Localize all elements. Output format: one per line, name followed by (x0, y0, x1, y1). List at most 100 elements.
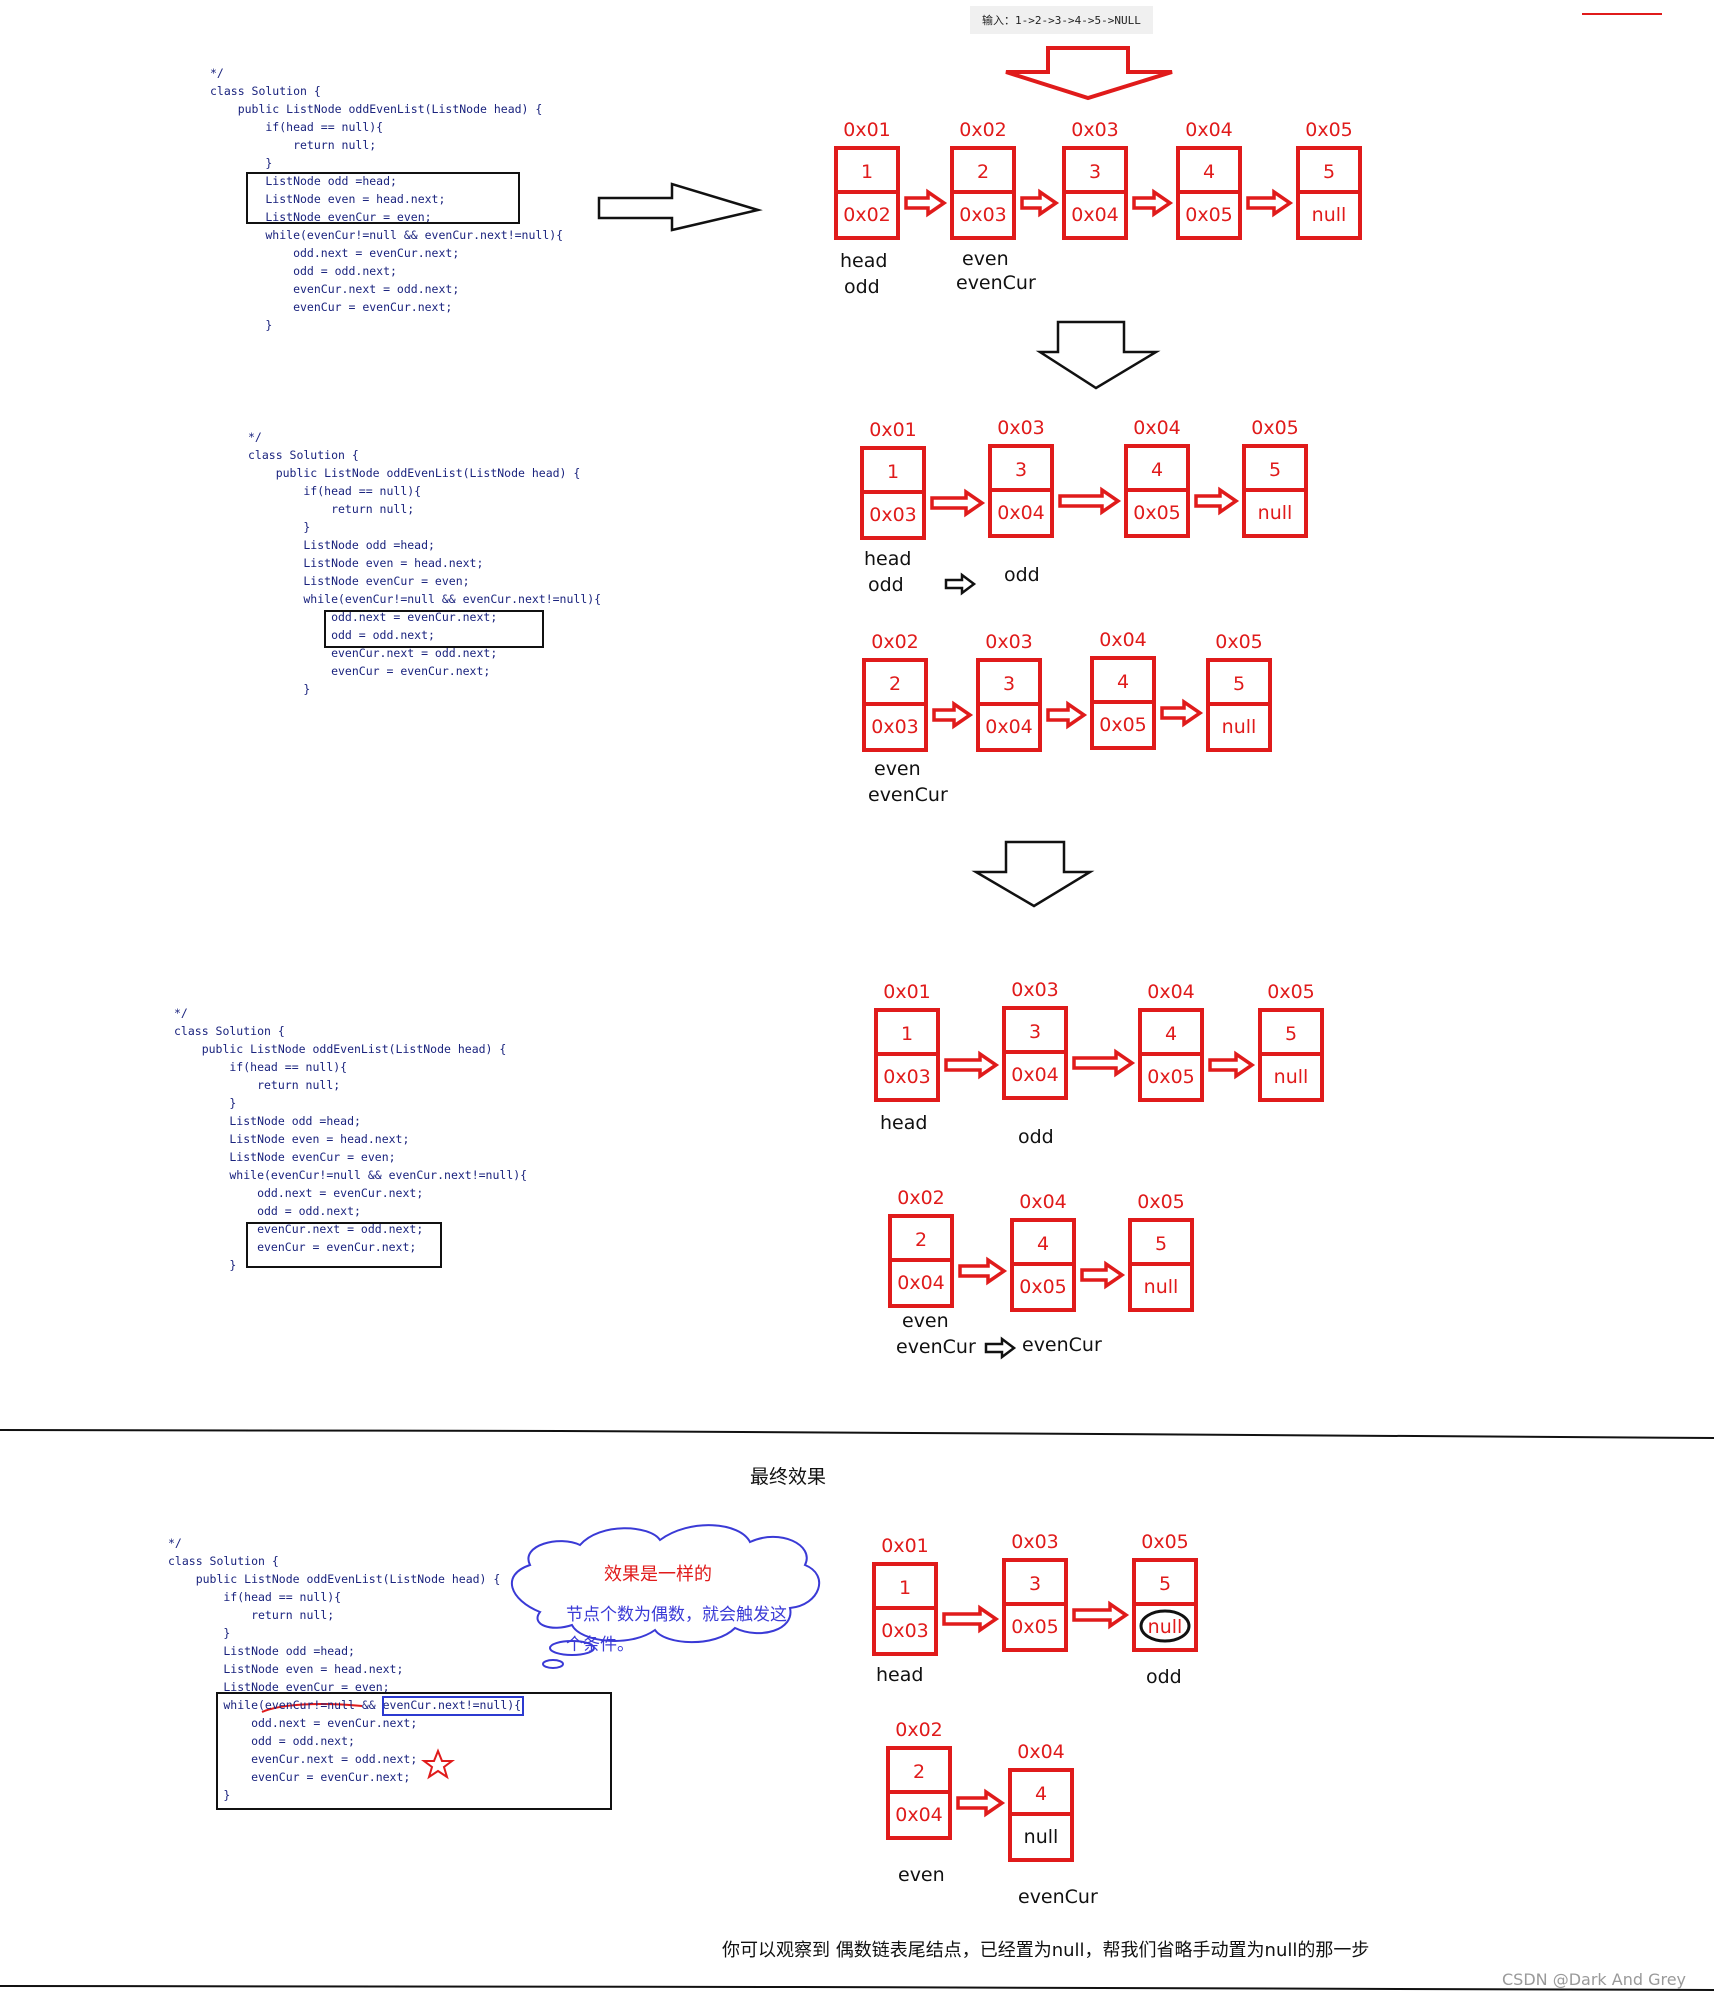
link-arrow (1194, 486, 1240, 516)
code-line: ListNode evenCur = even; (248, 574, 470, 588)
code-line: evenCur.next = odd.next; (168, 1752, 418, 1766)
code-line: odd = odd.next; (210, 264, 397, 278)
node-value: 5 (1323, 161, 1335, 183)
node-address: 0x04 (1147, 981, 1195, 1003)
label-odd: odd (868, 574, 904, 596)
node-next: 0x05 (1147, 1066, 1195, 1088)
node-next: 0x04 (897, 1272, 945, 1294)
link-arrow (1020, 188, 1060, 218)
code-line: ListNode even = head.next; (174, 1132, 410, 1146)
node-address: 0x04 (1133, 417, 1181, 439)
label-even: even (902, 1310, 949, 1332)
down-arrow-step2 (971, 840, 1095, 908)
code-line: public ListNode oddEvenList(ListNode hea… (174, 1042, 507, 1056)
code-line: public ListNode oddEvenList(ListNode hea… (248, 466, 581, 480)
code-line: } (248, 520, 311, 534)
node-value: 4 (1165, 1023, 1177, 1045)
label-odd-new: odd (1004, 564, 1040, 586)
node-next: null (1312, 204, 1347, 226)
node-address: 0x05 (1251, 417, 1299, 439)
node-address: 0x02 (959, 119, 1007, 141)
code-block-step2: */class Solution { public ListNode oddEv… (248, 428, 601, 698)
node-value: 3 (1029, 1021, 1041, 1043)
node-value: 5 (1269, 459, 1281, 481)
code-line: return null; (248, 502, 415, 516)
node-address: 0x04 (1185, 119, 1233, 141)
section-title-final: 最终效果 (750, 1466, 827, 1488)
bubble-tail-1 (549, 1640, 595, 1656)
code-line: odd = odd.next; (168, 1734, 355, 1748)
code-line: odd.next = evenCur.next; (168, 1716, 418, 1730)
red-star-icon (421, 1748, 455, 1780)
link-arrow (1080, 1260, 1126, 1290)
code-line: evenCur = evenCur.next; (210, 300, 453, 314)
code-line: odd.next = evenCur.next; (174, 1186, 424, 1200)
node-value: 3 (1029, 1573, 1041, 1595)
code-line: class Solution { (248, 448, 359, 462)
node-next: null (1258, 502, 1293, 524)
code-line: } (168, 1788, 231, 1802)
node-next: 0x05 (1011, 1616, 1059, 1638)
highlight-even-advance (246, 1222, 442, 1268)
node-value: 5 (1285, 1023, 1297, 1045)
code-line: evenCur = evenCur.next; (168, 1770, 411, 1784)
link-arrow (1072, 1048, 1136, 1078)
node-next: 0x05 (1133, 502, 1181, 524)
node-value: 2 (915, 1229, 927, 1251)
code-line: */ (174, 1006, 188, 1020)
code-line: if(head == null){ (210, 120, 384, 134)
code-line: while(evenCur!=null && evenCur.next!=nul… (174, 1168, 528, 1182)
code-line: ListNode even = head.next; (248, 556, 484, 570)
code-line: evenCur.next = odd.next; (174, 1222, 424, 1236)
bottom-line (0, 1985, 1714, 1991)
code-line: ListNode even = head.next; (168, 1662, 404, 1676)
code-line: if(head == null){ (174, 1060, 348, 1074)
node-address: 0x03 (997, 417, 1045, 439)
node-address: 0x01 (869, 419, 917, 441)
label-odd: odd (1018, 1126, 1054, 1148)
section-divider-line (0, 1429, 1714, 1439)
node-address: 0x03 (985, 631, 1033, 653)
code-line: return null; (174, 1078, 341, 1092)
code-line: evenCur.next = odd.next; (248, 646, 498, 660)
node-value: 1 (901, 1023, 913, 1045)
footer-note: 你可以观察到 偶数链表尾结点，已经置为null，帮我们省略手动置为null的那一… (722, 1940, 1370, 1961)
code-line: } (210, 318, 273, 332)
code-line: evenCur = evenCur.next; (248, 664, 491, 678)
code-line: public ListNode oddEvenList(ListNode hea… (210, 102, 543, 116)
big-red-down-arrow (1005, 46, 1173, 101)
code-line: return null; (210, 138, 377, 152)
node-address: 0x02 (895, 1719, 943, 1741)
node-address: 0x02 (897, 1187, 945, 1209)
node-value: 4 (1037, 1233, 1049, 1255)
label-even: even (874, 758, 921, 780)
node-address: 0x04 (1017, 1741, 1065, 1763)
code-line: } (168, 1626, 231, 1640)
code-block-final: */class Solution { public ListNode oddEv… (168, 1534, 521, 1804)
code-line: class Solution { (168, 1554, 279, 1568)
code-line: } (210, 156, 273, 170)
link-arrow (1072, 1600, 1130, 1630)
code-line: class Solution { (210, 84, 321, 98)
node-next: null (1274, 1066, 1309, 1088)
code-line: odd.next = evenCur.next; (248, 610, 498, 624)
right-arrow-step1 (597, 182, 763, 232)
code-line: while(evenCur!=null && evenCur.next!=nul… (248, 592, 602, 606)
label-evencur: evenCur (956, 272, 1036, 294)
code-line: if(head == null){ (168, 1590, 342, 1604)
label-head: head (876, 1664, 924, 1686)
node-value: 4 (1203, 161, 1215, 183)
code-line: ListNode odd =head; (168, 1644, 355, 1658)
link-arrow (932, 700, 974, 730)
link-arrow (942, 1604, 1000, 1634)
node-next: 0x04 (985, 716, 1033, 738)
